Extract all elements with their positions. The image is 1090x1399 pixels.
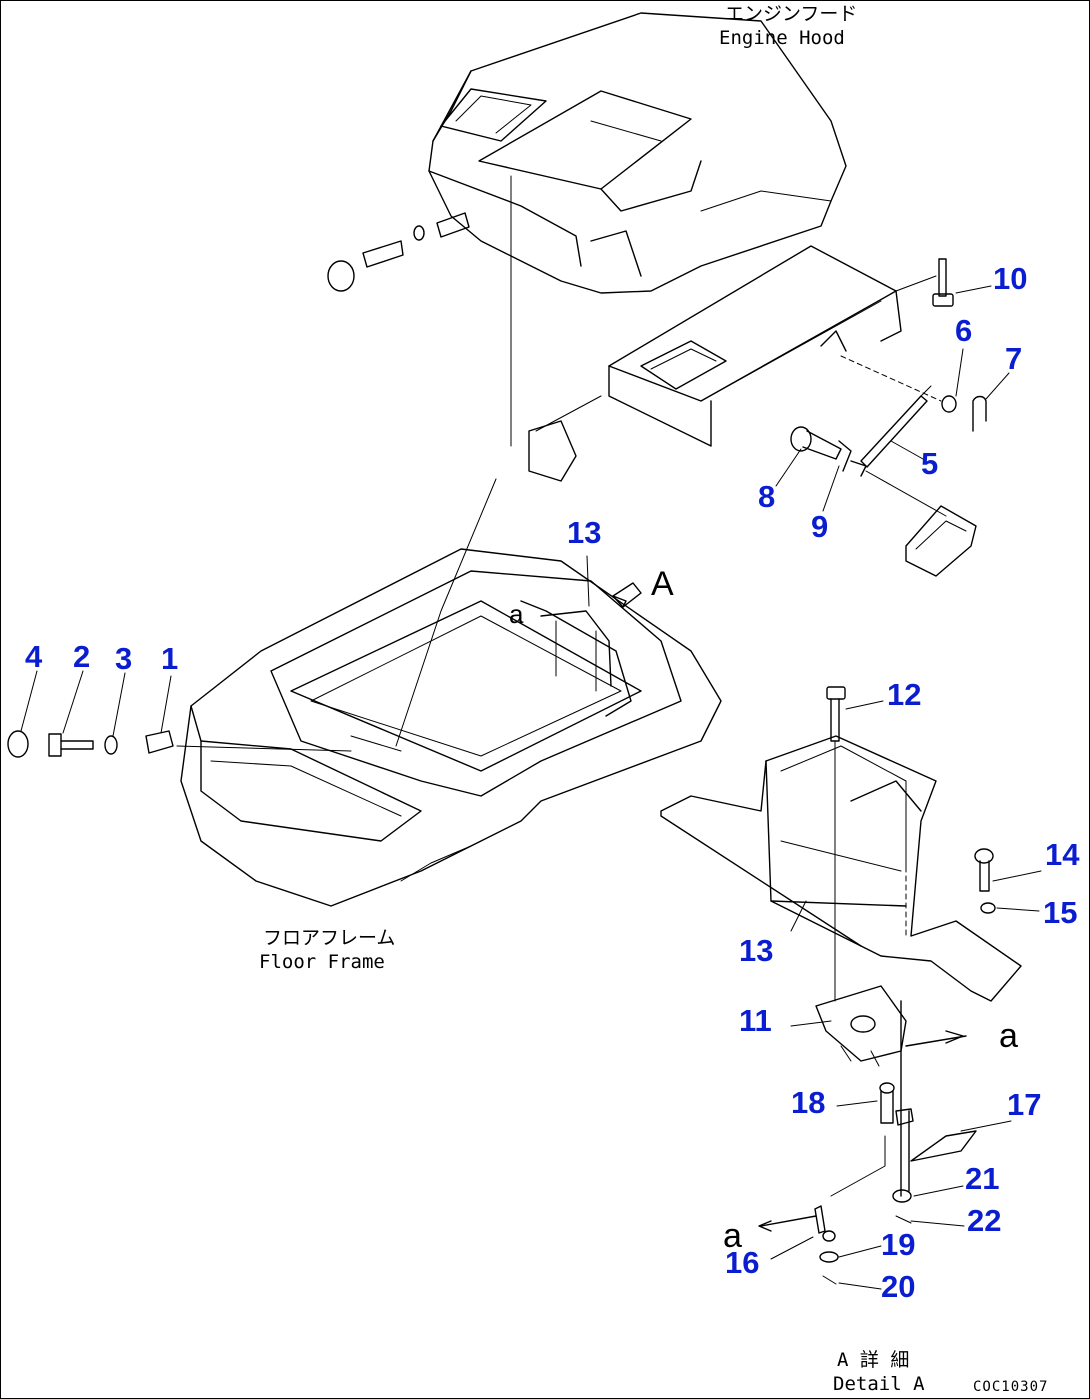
engine-hood-drawing [428,12,847,294]
callout-19: 19 [881,1227,916,1262]
callout-21: 21 [965,1161,1000,1196]
callout-11: 11 [739,1003,772,1038]
detail-a-drawing [660,735,1022,1002]
callout-20: 20 [881,1269,916,1304]
callout-5: 5 [921,446,939,481]
callout-12: 12 [887,677,922,712]
bolt-10 [895,258,954,307]
callout-3: 3 [115,641,133,676]
callout-7: 7 [1005,341,1023,376]
view-letter-a-frame: a [509,599,524,629]
callout-4: 4 [25,639,43,674]
callout-13-lower: 13 [739,933,774,968]
callout-13-upper: 13 [567,515,602,550]
callout-1: 1 [161,641,179,676]
callout-15: 15 [1043,895,1078,930]
engine-hood-en-caption: Engine Hood [719,27,845,49]
callout-18: 18 [791,1085,826,1120]
view-arrow-label: A [651,565,674,603]
view-letter-a-left: a [723,1217,742,1255]
engine-hood-jp-caption: エンジンフード [725,3,858,25]
callout-16: 16 [725,1245,760,1280]
detail-a-jp-caption: A 詳 細 [837,1349,910,1371]
drawing-code: COC10307 [973,1379,1049,1395]
callout-9: 9 [811,509,829,544]
callout-17: 17 [1007,1087,1042,1122]
callout-22: 22 [967,1203,1002,1238]
callout-8: 8 [758,479,776,514]
hood-latch-parts [327,212,470,292]
floor-frame-drawing [180,548,722,907]
callout-2: 2 [73,639,91,674]
callout-6: 6 [955,313,973,348]
floor-frame-jp-caption: フロアフレーム [263,927,396,949]
callout-10: 10 [993,261,1028,296]
leader-lines [20,285,1042,1290]
floor-frame-en-caption: Floor Frame [259,951,385,973]
left-hardware [7,730,352,758]
detail-a-en-caption: Detail A [833,1373,925,1395]
view-letter-a-right: a [999,1017,1018,1055]
callout-14: 14 [1045,837,1080,872]
